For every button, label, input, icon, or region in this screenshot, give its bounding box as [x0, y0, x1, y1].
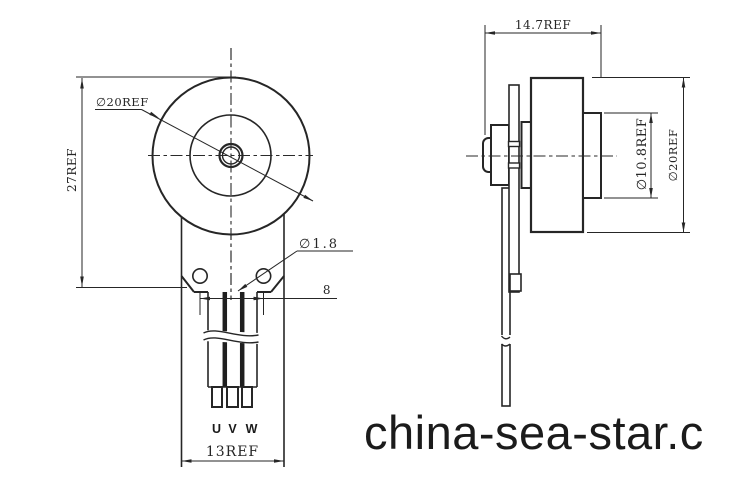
wire-label-u: U — [212, 422, 221, 436]
body-right-chamfer — [270, 275, 285, 293]
terminal-u — [211, 386, 223, 408]
terminal-v — [226, 386, 239, 408]
dim-text-dia10-8ref: ∅10.8REF — [635, 118, 650, 191]
dimension-dia20-front: ∅20REF — [95, 95, 314, 202]
dimension-dia20ref-side: ∅20REF — [587, 77, 690, 233]
dimension-dia1-8: ∅1.8 — [237, 237, 353, 292]
tail-break-wave-bottom — [501, 343, 511, 347]
arrowhead-up — [80, 78, 84, 89]
dim-text-8: 8 — [323, 283, 331, 297]
arrowhead-up — [649, 113, 653, 123]
dimension-27ref: 27REF — [65, 76, 236, 288]
arrowhead-right — [591, 31, 601, 35]
front-hub — [520, 121, 532, 189]
mounting-hole-left — [192, 267, 209, 284]
tail-break-wave-top — [500, 335, 511, 340]
dim-text-27ref: 27REF — [65, 148, 79, 192]
arrowhead-far — [303, 194, 313, 201]
wire-label-w: W — [246, 422, 258, 436]
plate-pad-bottom — [507, 162, 521, 169]
shaft-end-cap — [482, 137, 493, 173]
dimension-8: 8 — [199, 283, 337, 315]
leader-line — [141, 109, 314, 202]
wire-break-wave-top — [203, 330, 259, 337]
dim-text-14-7ref: 14.7REF — [515, 18, 571, 32]
dimension-14-7ref: 14.7REF — [484, 18, 602, 135]
side-view: 14.7REF ∅10.8REF ∅20REF — [466, 18, 690, 407]
wire-break-mask — [203, 330, 259, 344]
arrowhead-right — [253, 296, 264, 301]
front-bearing-block — [490, 124, 510, 186]
arrowhead-left — [485, 31, 495, 35]
dim-text-dia1-8: ∅1.8 — [299, 237, 339, 252]
mounting-hole-right — [255, 267, 272, 284]
pcb-tail — [501, 187, 511, 407]
arrowhead-down — [681, 222, 686, 233]
plate-bottom-step — [509, 273, 522, 292]
body-left-chamfer — [180, 275, 195, 293]
terminal-w — [241, 386, 253, 408]
arrowhead-right — [274, 459, 284, 463]
dim-text-dia20: ∅20REF — [96, 95, 149, 109]
leader-line — [237, 250, 298, 292]
arrowhead-near — [149, 111, 159, 118]
arrowhead-left — [200, 296, 210, 301]
dimension-13ref: 13REF — [181, 444, 284, 463]
motor-body-side — [529, 76, 585, 234]
arrowhead-down — [649, 188, 653, 198]
dimension-dia10-8ref: ∅10.8REF — [604, 112, 658, 199]
wire-break-wave-bottom — [203, 337, 259, 344]
arrowhead-up — [681, 77, 686, 88]
dim-text-dia20ref-side: ∅20REF — [666, 129, 680, 182]
pcb-plate — [508, 84, 520, 293]
tail-break-mask — [500, 335, 512, 344]
plate-pad-top — [507, 140, 521, 148]
arrowhead-left — [181, 459, 192, 463]
wire-label-v: V — [228, 422, 237, 436]
dim-text-13ref: 13REF — [206, 444, 259, 460]
lead-wires: U V W — [203, 292, 259, 436]
watermark-text: china-sea-star.c — [364, 406, 704, 459]
arrowhead-down — [80, 276, 84, 287]
front-view: U V W 27REF ∅20REF ∅1.8 — [65, 48, 353, 467]
arrowhead — [238, 283, 248, 291]
